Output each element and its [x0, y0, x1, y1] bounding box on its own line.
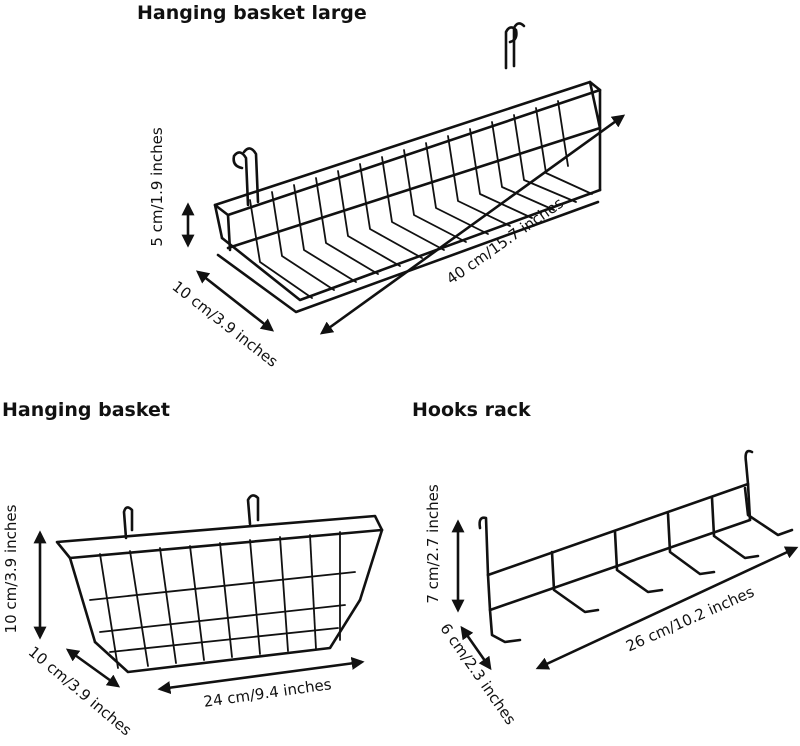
title-hanging-basket-large: Hanging basket large — [137, 2, 367, 24]
arrow-basket-length — [157, 656, 365, 695]
arrow-hooks-depth — [460, 625, 492, 671]
arrow-large-length — [319, 114, 626, 335]
arrow-basket-depth — [65, 648, 121, 688]
large-basket-drawing — [213, 22, 602, 314]
label-basket-height: 10 cm/3.9 inches — [2, 504, 20, 634]
arrow-large-depth — [195, 270, 275, 332]
hooks-rack-drawing — [478, 449, 794, 644]
label-hooks-height: 7 cm/2.7 inches — [424, 484, 442, 604]
basket-drawing — [55, 494, 384, 674]
title-hooks-rack: Hooks rack — [412, 399, 531, 421]
label-large-height: 5 cm/1.9 inches — [148, 127, 166, 247]
arrow-hooks-length — [535, 546, 799, 670]
title-hanging-basket: Hanging basket — [2, 399, 170, 421]
